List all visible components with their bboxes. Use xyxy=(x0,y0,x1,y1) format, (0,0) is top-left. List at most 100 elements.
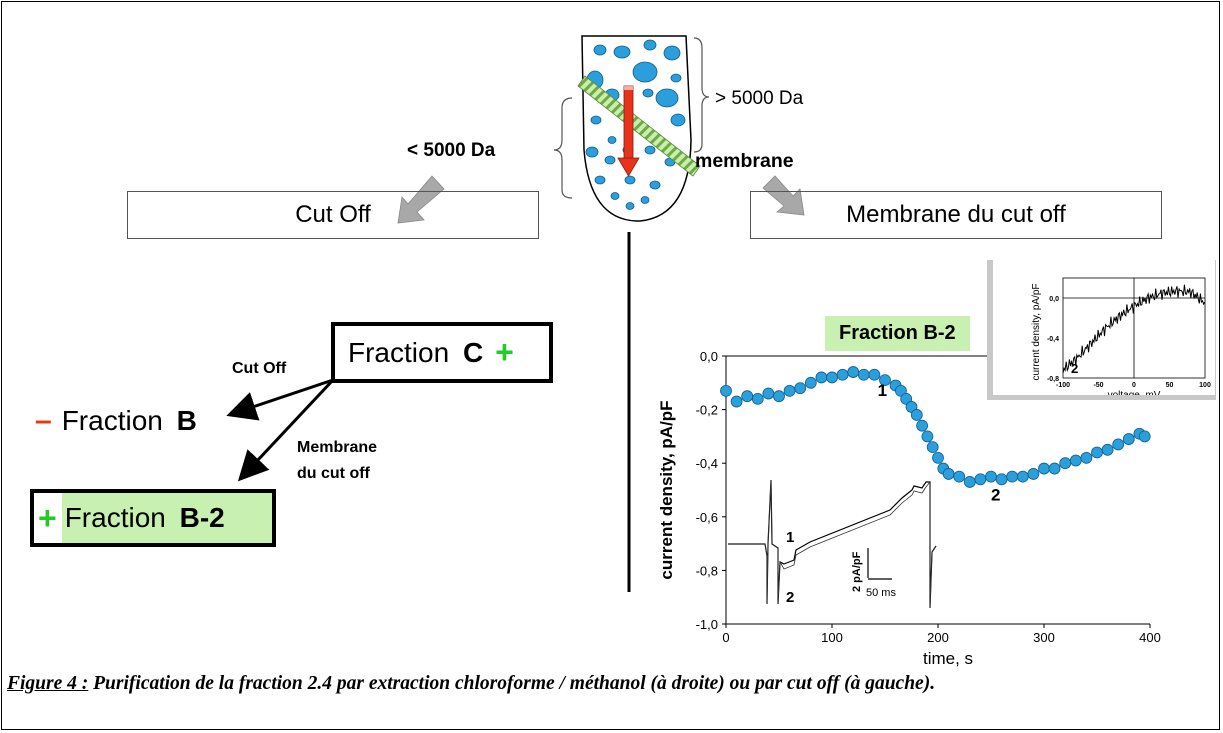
data-point xyxy=(916,419,929,432)
caption-text: Purification de la fraction 2.4 par extr… xyxy=(88,673,936,694)
data-points xyxy=(720,366,1151,488)
node-fraction-c: Fraction C+ xyxy=(331,322,553,383)
data-point xyxy=(815,371,828,384)
data-point xyxy=(910,409,923,421)
data-point xyxy=(1069,454,1082,467)
tube-illustration xyxy=(397,35,805,592)
iv-y-tick-label: 0,0 xyxy=(1049,296,1059,303)
fraction-tree-arrows xyxy=(226,378,335,482)
data-point xyxy=(847,366,860,378)
brace-left xyxy=(553,97,573,199)
x-tick-label: 0 xyxy=(722,630,729,645)
iv-x-axis-label: voltage, mV xyxy=(1108,390,1161,395)
iv-x-tick-label: 100 xyxy=(1199,382,1211,389)
y-tick-label: -1,0 xyxy=(696,617,718,632)
trace-label-1: 1 xyxy=(786,529,794,546)
iv-x-tick-label: -100 xyxy=(1056,382,1070,389)
data-point xyxy=(1138,430,1151,443)
iv-annotation-2: 2 xyxy=(1071,361,1078,376)
data-point xyxy=(720,384,732,397)
plus-sign-b2: + xyxy=(38,499,57,536)
x-axis-label: time, s xyxy=(923,649,973,668)
box-membrane-cut-off: Membrane du cut off xyxy=(750,191,1162,239)
data-point xyxy=(836,368,849,381)
edge-label-membrane: Membrane du cut off xyxy=(297,435,377,487)
y-axis-label: current density, pA/pF xyxy=(657,400,676,579)
x-tick-label: 400 xyxy=(1139,630,1161,645)
caption-lead: Figure 4 : xyxy=(7,673,89,694)
data-point xyxy=(921,430,934,443)
data-point xyxy=(804,376,817,389)
iv-y-tick-label: -0,4 xyxy=(1047,336,1059,343)
data-point xyxy=(857,368,870,381)
data-point xyxy=(1112,438,1125,451)
data-point xyxy=(1091,446,1103,459)
data-point xyxy=(1122,433,1135,445)
label-lt-5000: < 5000 Da xyxy=(407,140,496,161)
node-fraction-b2: +Fraction B-2 xyxy=(30,489,276,547)
chart-labels: 12 xyxy=(878,381,1001,505)
particles xyxy=(585,39,686,210)
vertical-divider xyxy=(627,232,631,592)
node-b2-letter: B-2 xyxy=(179,502,225,533)
iv-inset-bg xyxy=(993,258,1215,395)
edge-label-membrane-line1: Membrane xyxy=(297,439,378,456)
y-tick-label: -0,6 xyxy=(696,510,718,525)
trace-line-2 xyxy=(728,479,937,609)
data-point xyxy=(741,390,754,403)
x-tick-label: 200 xyxy=(927,630,949,645)
node-b-prefix: Fraction xyxy=(61,405,171,436)
figure-caption: Figure 4 : Purification de la fraction 2… xyxy=(7,672,1217,696)
data-point xyxy=(1016,470,1029,483)
trace-label-2: 2 xyxy=(786,589,794,606)
data-point xyxy=(974,473,987,486)
scale-label-y: 2 pA/pF xyxy=(851,551,863,592)
data-point xyxy=(762,387,775,400)
data-point xyxy=(995,473,1008,486)
y-tick-label: -0,4 xyxy=(696,456,718,471)
y-tick-label: -0,2 xyxy=(696,403,718,418)
minus-sign-b: – xyxy=(35,404,52,437)
box-membrane-label: Membrane du cut off xyxy=(846,201,1066,228)
iv-x-tick-label: 50 xyxy=(1166,382,1174,389)
data-point xyxy=(1048,462,1061,475)
data-point xyxy=(932,451,944,464)
node-b-letter: B xyxy=(176,405,197,436)
data-point xyxy=(783,384,796,397)
data-point xyxy=(963,476,976,488)
iv-y-axis-label: current density, pA/pF xyxy=(1031,283,1042,380)
point-annotation-1: 1 xyxy=(878,381,887,400)
data-point xyxy=(1027,468,1040,480)
gray-arrow-left xyxy=(397,175,445,224)
scale-label-x: 50 ms xyxy=(866,587,896,599)
x-tick-label: 300 xyxy=(1033,630,1055,645)
data-point xyxy=(942,468,955,480)
node-fraction-b: –Fraction B xyxy=(35,404,197,438)
iv-chart-body: 0,0 -0,4 -0,8-100 -50 0 50 100 voltage, mV curre… xyxy=(1031,277,1211,395)
data-point xyxy=(953,470,966,483)
node-c-letter: C xyxy=(462,336,484,368)
y-tick-label: -0,8 xyxy=(696,563,718,578)
data-point xyxy=(1080,451,1093,464)
iv-x-tick-label: 0 xyxy=(1132,382,1136,389)
data-point xyxy=(868,368,881,381)
data-point xyxy=(826,371,838,384)
y-tick-label: 0,0 xyxy=(700,349,718,364)
edge-label-cut-off: Cut Off xyxy=(232,360,287,377)
node-c-prefix: Fraction xyxy=(348,336,457,368)
data-point xyxy=(1006,470,1019,483)
data-point xyxy=(926,441,939,454)
iv-x-tick-label: -50 xyxy=(1093,382,1103,389)
red-down-arrow xyxy=(617,85,640,177)
iv-y-tick-label: -0,8 xyxy=(1047,376,1059,383)
data-point xyxy=(730,395,743,408)
data-point xyxy=(879,374,891,387)
data-point xyxy=(1059,457,1072,470)
data-point xyxy=(1101,443,1114,456)
node-b2-prefix: Fraction xyxy=(64,502,174,533)
membrane-band xyxy=(577,75,701,177)
